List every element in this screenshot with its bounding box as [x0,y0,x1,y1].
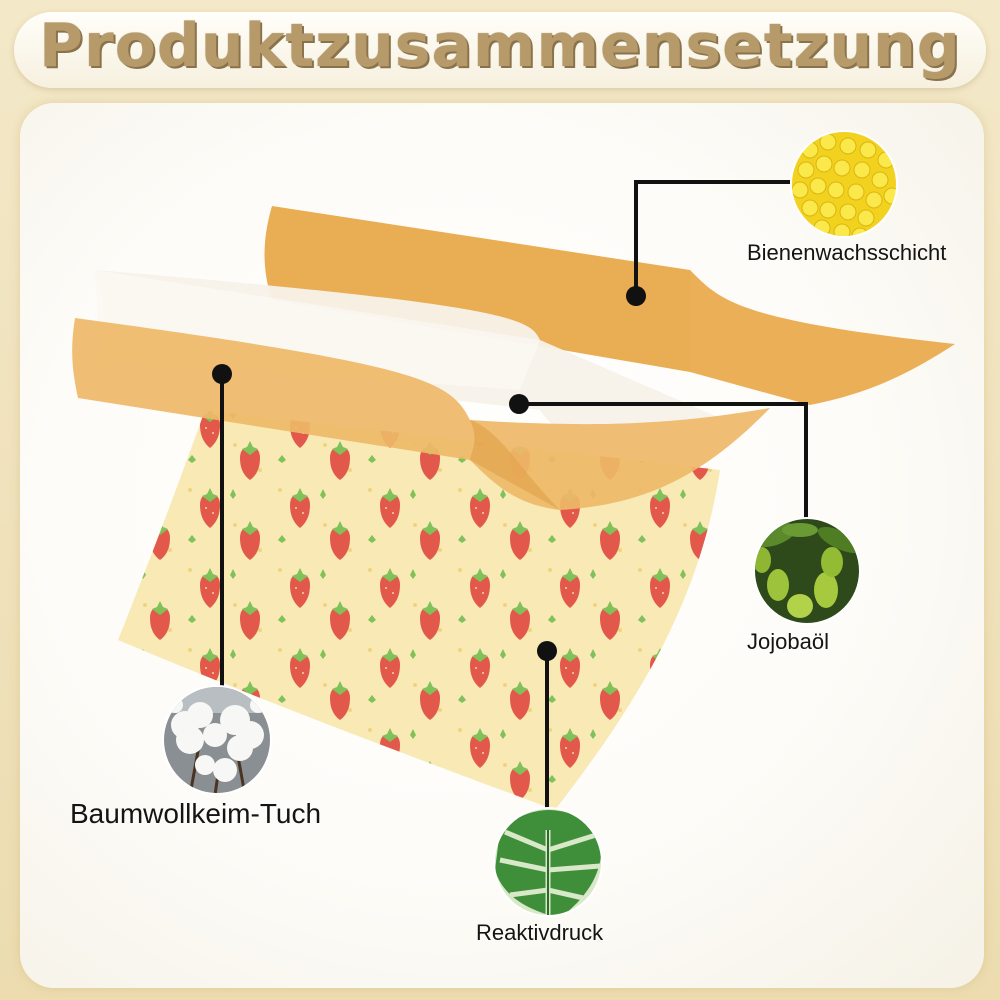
beeswax-label: Bienenwachsschicht [747,240,947,265]
beeswax-layer [264,206,698,372]
jojoba-fruit-icon [753,517,861,625]
print-label: Reaktivdruck [476,920,604,945]
beeswax-pellets-icon [790,130,898,238]
page-title: Produktzusammensetzung [39,11,961,81]
cotton-boll-icon [162,685,272,795]
print-connector [537,641,557,810]
title-banner [14,12,986,88]
cotton-print-fabric [118,410,720,810]
cotton-label: Baumwollkeim-Tuch [70,798,322,829]
monstera-leaf-icon [493,807,603,917]
jojoba-label: Jojobaöl [747,629,829,654]
front-wax-layer [72,318,770,510]
jojoba-connector [509,394,808,520]
beeswax-connector [626,180,790,306]
cotton-connector [212,364,232,690]
